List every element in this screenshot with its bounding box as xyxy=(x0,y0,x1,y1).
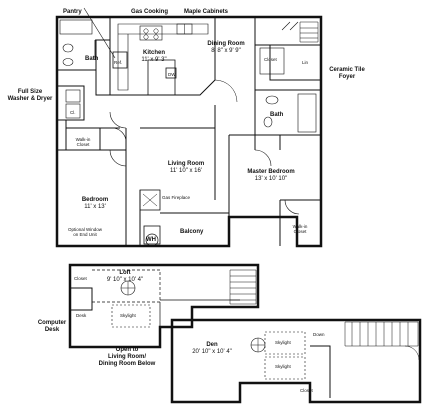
gas-cooking-label: Gas Cooking xyxy=(131,9,169,15)
loft-desk-label: Desk xyxy=(76,313,87,318)
bath-main-label: Bath xyxy=(85,56,99,62)
ref-label: Ref. xyxy=(114,60,123,65)
hall-closet-label: Cl. xyxy=(70,110,76,115)
optional-window-line2: on End Unit xyxy=(73,232,97,237)
den-skylight-2 xyxy=(264,356,306,380)
entry-walls xyxy=(254,17,321,91)
stair-to-loft xyxy=(299,21,319,43)
den-down-label: Down xyxy=(313,332,325,337)
den-skylight-2-label: Skylight xyxy=(275,364,291,369)
loft-skylight-label: Skylight xyxy=(120,313,136,318)
main-sink xyxy=(62,58,74,66)
washer-dryer-line2: Washer & Dryer xyxy=(7,96,53,102)
dishwasher xyxy=(165,67,177,79)
main-toilet xyxy=(62,43,74,53)
walk-in-closet-master-line1: Walk-in xyxy=(292,224,308,229)
living-room-size: 11' 10" x 16' xyxy=(170,168,202,174)
master-bath-walls xyxy=(254,90,321,150)
main-tub xyxy=(59,19,93,35)
laundry-walls xyxy=(57,85,120,129)
washer xyxy=(65,89,81,103)
dining-room-size: 8' 8" x 9' 9" xyxy=(211,48,241,54)
dw-label: DW xyxy=(168,72,176,77)
closet-cl xyxy=(65,103,81,119)
ceramic-tile-foyer-line1: Ceramic Tile xyxy=(329,67,365,73)
master-toilet xyxy=(263,116,273,128)
entry-closet-label: Closet xyxy=(264,57,277,62)
gas-fireplace xyxy=(139,189,161,211)
walk-in-closet-bedroom-line2: Closet xyxy=(76,142,90,147)
loft-size: 9' 10" x 10' 4" xyxy=(106,277,144,283)
kitchen-size: 11' x 9' 3" xyxy=(141,57,167,63)
master-bedroom-name: Master Bedroom xyxy=(247,169,295,175)
living-room-walls xyxy=(139,105,216,246)
kitchen-name: Kitchen xyxy=(142,50,165,56)
master-sink xyxy=(265,95,279,105)
den-skylight-1-label: Skylight xyxy=(275,340,291,345)
master-bath-label: Bath xyxy=(270,112,284,118)
kitchen-island xyxy=(147,59,176,96)
stove xyxy=(139,25,163,41)
den-exterior-wall xyxy=(170,318,422,404)
master-tub xyxy=(297,93,317,133)
ceramic-tile-foyer-line2: Foyer xyxy=(338,74,356,80)
den-size: 20' 10" x 10' 4" xyxy=(192,349,232,355)
loft-exterior-wall xyxy=(68,263,260,349)
pantry-label: Pantry xyxy=(63,9,82,15)
walk-in-closet-master-line2: Closet xyxy=(293,229,307,234)
den-closet-wall xyxy=(310,345,331,398)
linen-label: Lin xyxy=(302,60,309,65)
bedroom-size: 11' x 13' xyxy=(84,204,106,210)
main-exterior-wall xyxy=(55,15,323,248)
loft-closet-label: Closet xyxy=(74,276,87,281)
computer-desk-line2: Desk xyxy=(44,327,60,333)
den-stair xyxy=(344,321,419,347)
main-bath-walls xyxy=(57,39,110,96)
loft-closet-wall xyxy=(70,287,93,311)
open-to-below-line3: Dining Room Below xyxy=(98,361,156,367)
loft-railing xyxy=(159,299,240,327)
loft-name: Loft xyxy=(119,270,131,276)
gas-fireplace-label: Gas Fireplace xyxy=(162,195,191,200)
optional-window-line1: Optional Window xyxy=(67,227,103,232)
entry-closet xyxy=(259,47,285,75)
master-bedroom-size: 13' x 10' 10" xyxy=(254,176,288,182)
balcony-label: Balcony xyxy=(180,229,204,235)
master-bedroom-walls xyxy=(228,134,255,217)
washer-dryer-line1: Full Size xyxy=(17,89,43,95)
water-heater-closet xyxy=(143,225,161,245)
den-name: Den xyxy=(206,342,218,348)
dining-room-name: Dining Room xyxy=(207,41,245,47)
computer-desk-line1: Computer xyxy=(37,320,67,326)
master-closet xyxy=(279,199,321,246)
den-closet-label: Closet xyxy=(300,388,313,393)
water-heater-label: WH xyxy=(146,237,156,243)
living-room-name: Living Room xyxy=(167,161,205,167)
open-to-below-line2: Living Room/ xyxy=(108,354,146,360)
open-to-below-line1: Open to xyxy=(115,347,139,353)
bedroom-name: Bedroom xyxy=(81,197,109,203)
maple-cabinets-label: Maple Cabinets xyxy=(184,9,229,15)
loft-skylight xyxy=(111,304,151,328)
walk-in-closet-bedroom-line1: Walk-in xyxy=(75,137,91,142)
loft-stair xyxy=(229,269,257,305)
refrigerator xyxy=(112,51,128,69)
walk-in-closet-bedroom xyxy=(66,127,101,150)
